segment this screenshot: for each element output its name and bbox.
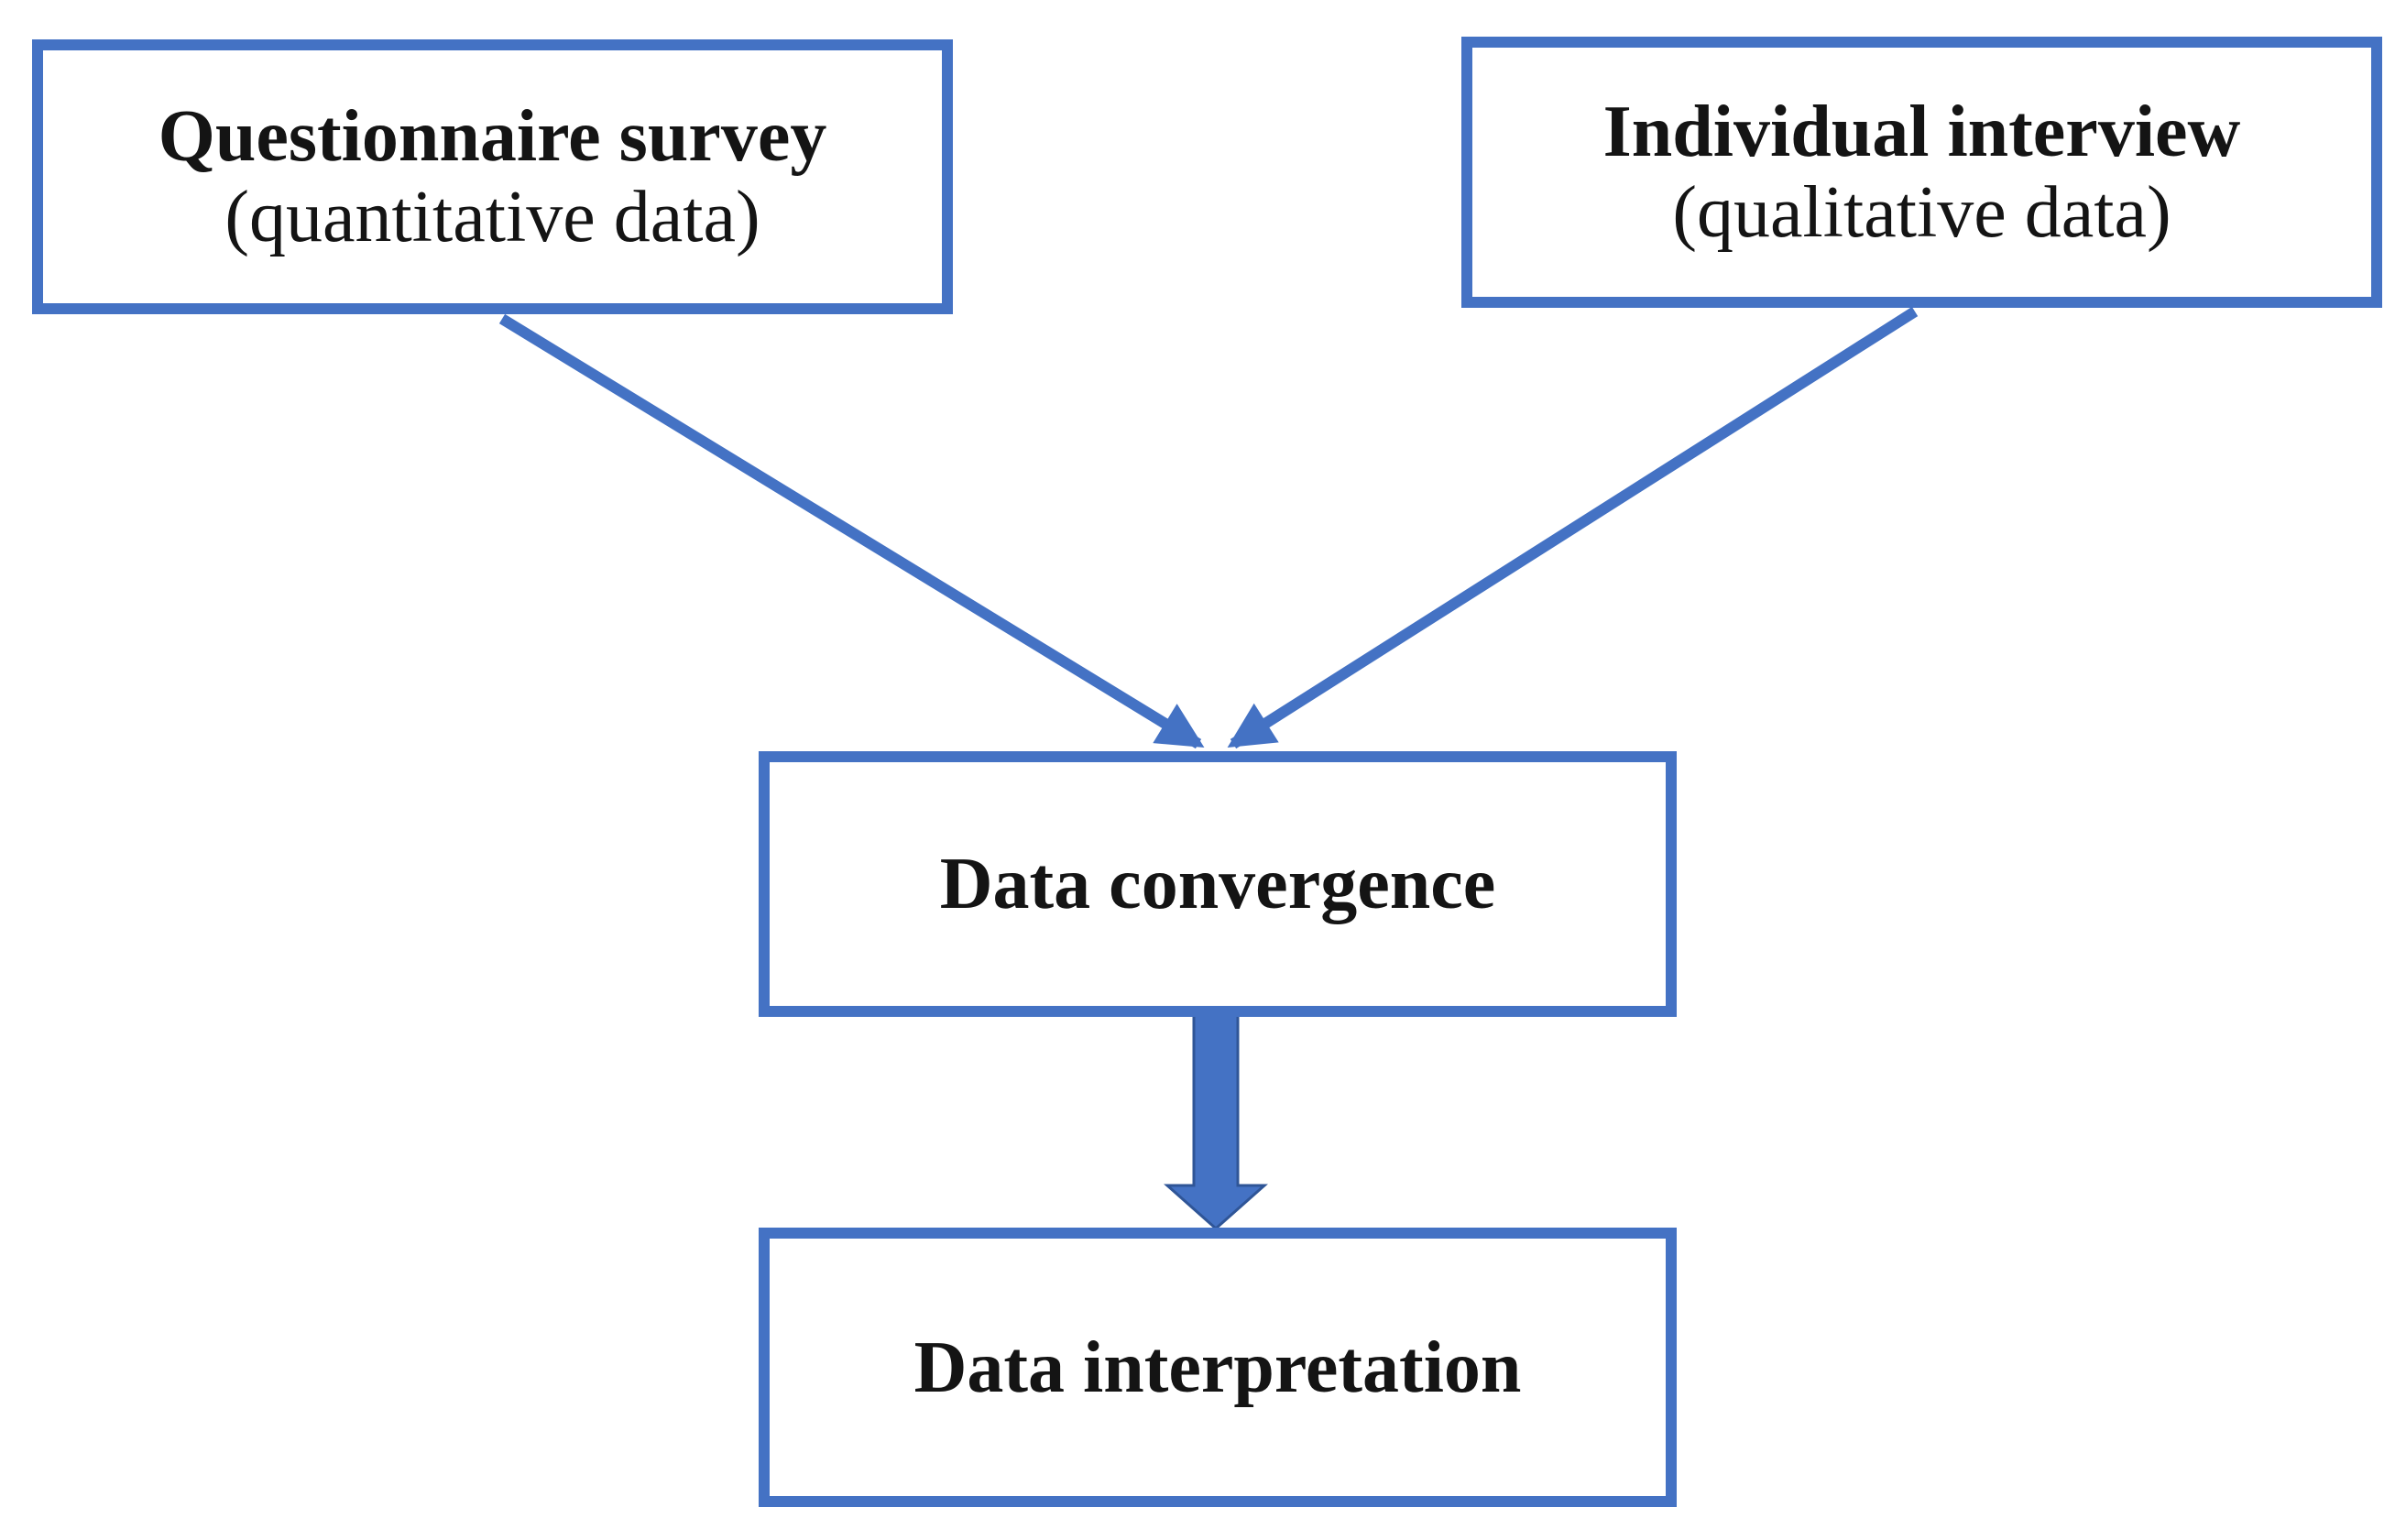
node-subtitle: (qualitative data) bbox=[1672, 172, 2171, 253]
node-title: Data interpretation bbox=[913, 1327, 1522, 1408]
node-data-interpretation: Data interpretation bbox=[759, 1228, 1677, 1507]
node-subtitle: (quantitative data) bbox=[224, 177, 760, 257]
node-title: Data convergence bbox=[939, 844, 1496, 924]
arrow-questionnaire-to-convergence bbox=[498, 313, 1205, 749]
node-title: Questionnaire survey bbox=[158, 96, 827, 177]
block-arrow-convergence-to-interpretation bbox=[1164, 1010, 1268, 1231]
node-questionnaire-survey: Questionnaire survey (quantitative data) bbox=[32, 39, 953, 314]
arrow-interview-to-convergence bbox=[1227, 306, 1919, 749]
node-individual-interview: Individual interview (qualitative data) bbox=[1461, 37, 2382, 308]
node-data-convergence: Data convergence bbox=[759, 751, 1677, 1017]
node-title: Individual interview bbox=[1602, 92, 2241, 172]
